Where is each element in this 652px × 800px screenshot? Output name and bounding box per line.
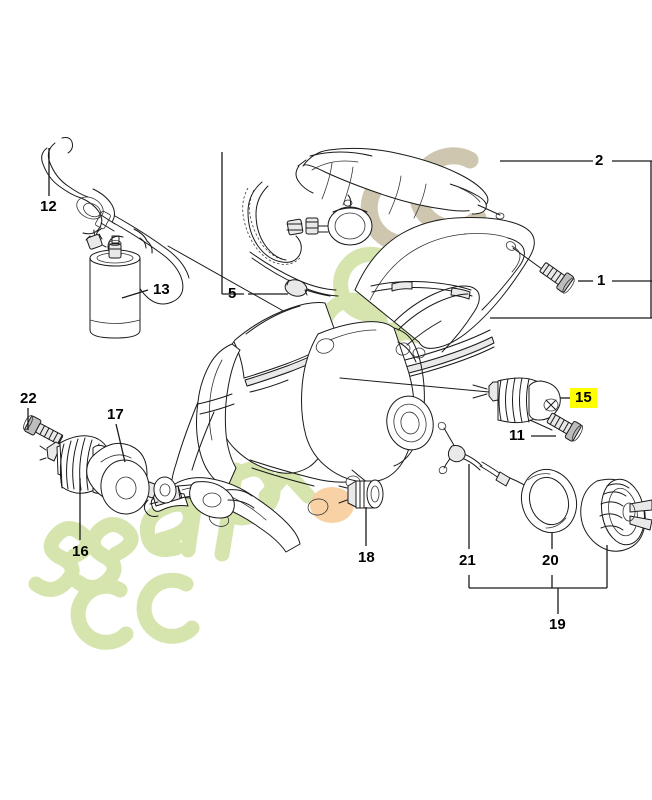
callout-label-11[interactable]: 11 bbox=[509, 427, 525, 444]
part-11-screw-av-mount bbox=[529, 412, 584, 442]
callout-label-5[interactable]: 5 bbox=[228, 285, 237, 302]
part-2-top-cover-shroud bbox=[295, 147, 505, 220]
callout-label-21[interactable]: 21 bbox=[459, 552, 476, 569]
part-19-fuel-cap-assembly bbox=[580, 478, 652, 552]
part-5-fuel-hose-assembly bbox=[167, 181, 373, 340]
callout-leader-lines bbox=[27, 148, 652, 614]
part-22-screw-spring-mount bbox=[23, 414, 64, 445]
part-18-grommet-bushing bbox=[338, 479, 384, 509]
callout-label-16[interactable]: 16 bbox=[72, 543, 89, 560]
washer-17-mount bbox=[153, 476, 177, 504]
callout-label-18[interactable]: 18 bbox=[358, 549, 375, 566]
callout-label-12[interactable]: 12 bbox=[40, 198, 57, 215]
primer-bulb-5 bbox=[286, 194, 373, 246]
callout-label-17[interactable]: 17 bbox=[107, 406, 124, 423]
callout-label-1[interactable]: 1 bbox=[597, 272, 606, 289]
callout-label-19[interactable]: 19 bbox=[549, 616, 566, 633]
callout-label-15[interactable]: 15 bbox=[570, 388, 597, 408]
hose-clamp-12 bbox=[85, 233, 103, 250]
part-13-filter-canister bbox=[89, 235, 141, 339]
callout-label-22[interactable]: 22 bbox=[20, 390, 37, 407]
callout-label-13[interactable]: 13 bbox=[153, 281, 170, 298]
part-21-cap-retainer-clip bbox=[437, 421, 533, 491]
callout-label-20[interactable]: 20 bbox=[542, 552, 559, 569]
part-20-sealing-ring bbox=[520, 468, 578, 534]
hose-fitting-5 bbox=[284, 279, 308, 297]
callout-label-2[interactable]: 2 bbox=[595, 152, 604, 169]
part-17-rubber-bushing bbox=[86, 442, 150, 515]
part-15-av-spring-right bbox=[339, 377, 561, 424]
spring-15 bbox=[472, 377, 561, 424]
part-1-screw-upper bbox=[505, 241, 575, 294]
